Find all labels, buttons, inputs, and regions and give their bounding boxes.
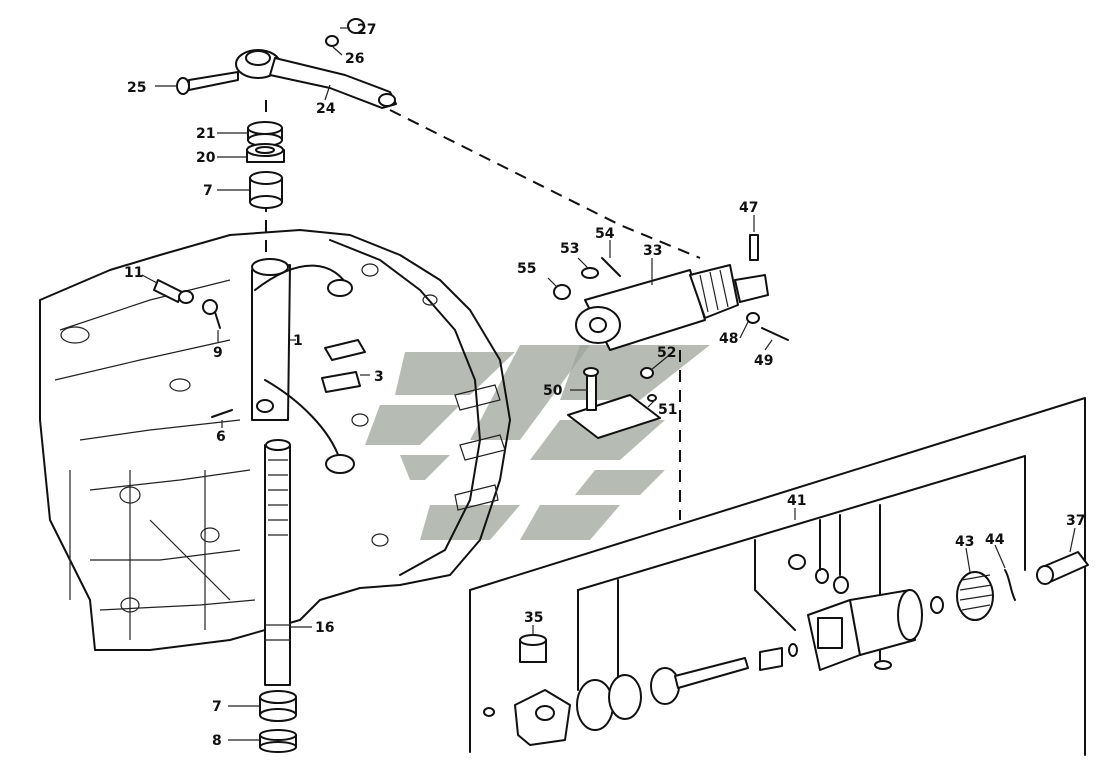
bushing-7-bottom bbox=[259, 690, 297, 722]
callout-27: 27 bbox=[357, 22, 376, 38]
plate-3 bbox=[321, 339, 366, 393]
nut-small bbox=[930, 596, 944, 614]
bushing bbox=[759, 647, 783, 671]
bolt-52 bbox=[640, 367, 654, 379]
callout-33: 33 bbox=[643, 243, 662, 259]
washer-53 bbox=[581, 267, 599, 279]
switch-11 bbox=[153, 279, 194, 304]
pin-49 bbox=[761, 327, 789, 341]
nut-55 bbox=[553, 284, 571, 300]
callout-51: 51 bbox=[658, 402, 677, 418]
screw bbox=[483, 707, 495, 717]
callout-1: 1 bbox=[293, 333, 303, 349]
watermark-logo bbox=[365, 345, 710, 540]
clip-44 bbox=[1004, 569, 1016, 601]
fork-head-37 bbox=[1036, 551, 1089, 585]
pin-6 bbox=[211, 409, 233, 418]
callout-26: 26 bbox=[345, 51, 364, 67]
gearbox-housing bbox=[39, 229, 511, 651]
callout-37: 37 bbox=[1066, 513, 1085, 529]
callout-16: 16 bbox=[315, 620, 334, 636]
o-ring bbox=[576, 679, 614, 731]
callout-7-top: 7 bbox=[203, 183, 213, 199]
washer-26 bbox=[325, 35, 339, 47]
callout-3: 3 bbox=[374, 369, 384, 385]
callout-41: 41 bbox=[787, 493, 806, 509]
plug bbox=[788, 554, 806, 570]
callout-43: 43 bbox=[955, 534, 974, 550]
bolt-25 bbox=[176, 71, 239, 95]
callout-54: 54 bbox=[595, 226, 615, 242]
callout-21: 21 bbox=[196, 126, 215, 142]
callout-49: 49 bbox=[754, 353, 773, 369]
bushing-7-top bbox=[249, 171, 283, 209]
washer-48 bbox=[746, 312, 760, 324]
screw-51 bbox=[647, 394, 657, 402]
bearing-20 bbox=[246, 143, 285, 163]
shift-fork bbox=[251, 258, 355, 474]
callout-6: 6 bbox=[216, 429, 226, 445]
pin-47 bbox=[749, 234, 759, 261]
nut-35 bbox=[519, 634, 547, 663]
pin-54 bbox=[601, 257, 621, 277]
eyelet-9 bbox=[202, 299, 221, 329]
cylinder-33 bbox=[575, 264, 769, 351]
o-ring-small bbox=[815, 568, 829, 584]
spring-43 bbox=[956, 571, 994, 621]
callout-7-bottom: 7 bbox=[212, 699, 222, 715]
callout-52: 52 bbox=[657, 345, 676, 361]
ring-8 bbox=[259, 729, 297, 753]
shift-shaft bbox=[264, 439, 291, 686]
bracket-50 bbox=[567, 367, 661, 439]
leader-lines bbox=[141, 27, 1076, 741]
callout-44: 44 bbox=[985, 532, 1005, 548]
shift-lever bbox=[235, 49, 397, 109]
small-ring bbox=[788, 643, 798, 657]
end-cap bbox=[514, 689, 571, 746]
callout-9: 9 bbox=[213, 345, 223, 361]
callout-35: 35 bbox=[524, 610, 543, 626]
callout-53: 53 bbox=[560, 241, 579, 257]
callout-55: 55 bbox=[517, 261, 536, 277]
seal-ring bbox=[608, 674, 642, 720]
callout-24: 24 bbox=[316, 101, 336, 117]
callout-20: 20 bbox=[196, 150, 216, 166]
callout-25: 25 bbox=[127, 80, 146, 96]
callout-11: 11 bbox=[124, 265, 143, 281]
cylinder-body bbox=[807, 589, 923, 671]
washer bbox=[874, 660, 892, 670]
callout-48: 48 bbox=[719, 331, 738, 347]
piston-rod bbox=[650, 657, 749, 705]
seal-21 bbox=[247, 121, 283, 147]
callout-50: 50 bbox=[543, 383, 563, 399]
callout-47: 47 bbox=[739, 200, 758, 216]
o-ring-small-2 bbox=[833, 576, 849, 594]
callout-8: 8 bbox=[212, 733, 222, 749]
nut-27 bbox=[347, 18, 365, 34]
